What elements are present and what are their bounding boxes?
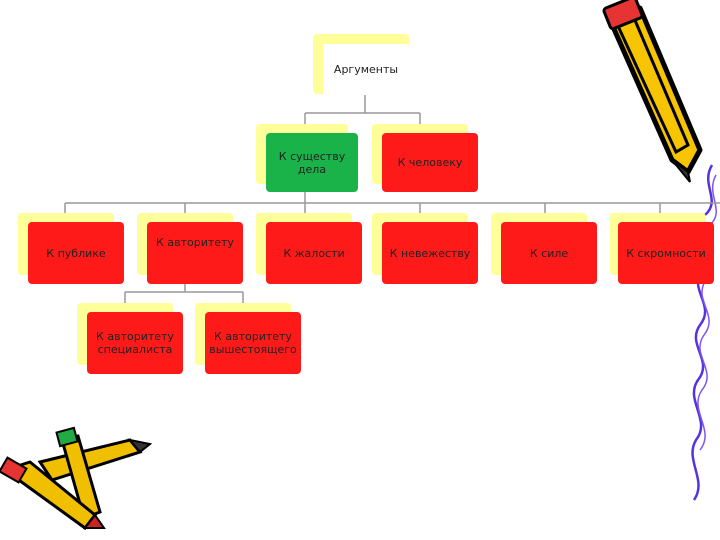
node-label: К авторитету [156, 236, 234, 249]
node-authority-superior: К авторитету вышестоящего [205, 312, 301, 374]
node-person: К человеку [382, 133, 478, 192]
node-label: К авторитету вышестоящего [209, 330, 297, 356]
node-label: К существу дела [278, 149, 346, 176]
node-authority-specialist: К авторитету специалиста [87, 312, 183, 374]
node-label: Аргументы [333, 62, 399, 76]
node-label: К человеку [397, 156, 463, 169]
node-pity: К жалости [266, 222, 362, 284]
node-label: К невежеству [389, 246, 471, 260]
node-public: К публике [28, 222, 124, 284]
node-label: К силе [529, 246, 569, 260]
node-label: К жалости [283, 246, 345, 260]
node-essence: К существу дела [266, 133, 358, 192]
node-ignorance: К невежеству [382, 222, 478, 284]
node-label: К публике [46, 246, 106, 260]
node-authority: К авторитету [147, 222, 243, 284]
node-arguments: Аргументы [323, 44, 409, 94]
node-label: К скромности [626, 246, 706, 260]
node-modesty: К скромности [618, 222, 714, 284]
node-force: К силе [501, 222, 597, 284]
node-label: К авторитету специалиста [96, 330, 174, 356]
